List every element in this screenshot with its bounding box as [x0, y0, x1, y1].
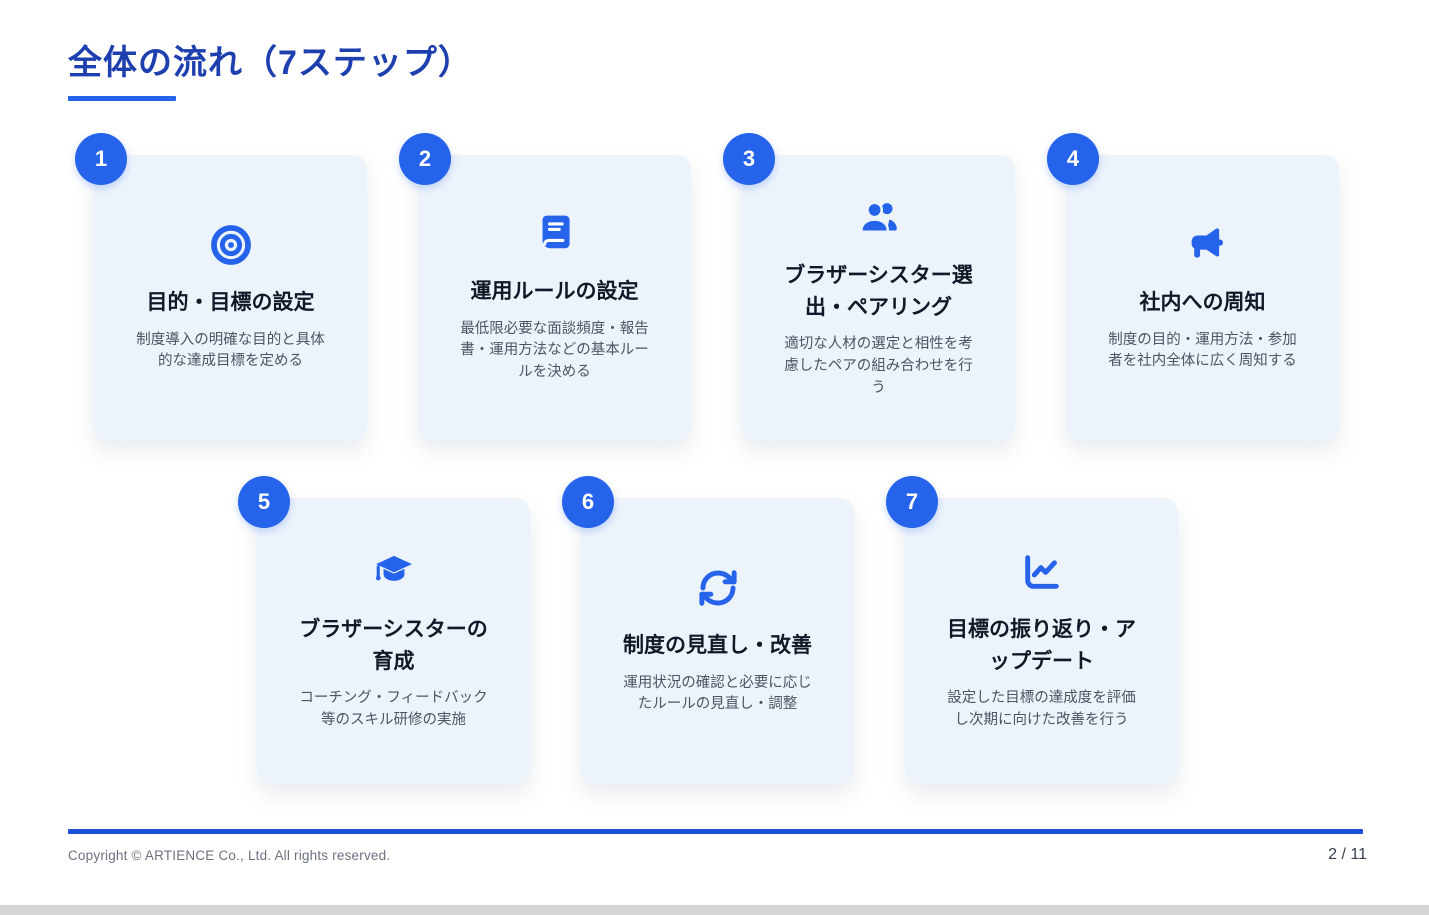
megaphone-icon	[1181, 223, 1225, 267]
graduation-cap-icon	[372, 550, 416, 594]
step-title: ブラザーシスター選 出・ペアリング	[784, 264, 973, 319]
footer-copyright: Copyright © ARTIENCE Co., Ltd. All right…	[68, 848, 391, 863]
step-title: 社内への周知	[1139, 291, 1266, 314]
step-number-badge: 1	[75, 133, 127, 185]
step-description: 適切な人材の選定と相性を考 慮したペアの組み合わせを行 う	[784, 336, 973, 396]
step-number-badge: 5	[238, 476, 290, 528]
page-number: 2 / 11	[1328, 846, 1367, 863]
book-icon	[533, 212, 577, 256]
bottom-strip	[0, 905, 1429, 915]
step-card-2: 2 運用ルールの設定 最低限必要な面談頻度・報告 書・運用方法などの基本ルー ル…	[399, 133, 691, 441]
step-number-badge: 7	[886, 476, 938, 528]
step-number-badge: 4	[1047, 133, 1099, 185]
step-number-badge: 3	[723, 133, 775, 185]
users-icon	[857, 196, 901, 240]
step-description: 制度の目的・運用方法・参加 者を社内全体に広く周知する	[1108, 331, 1297, 370]
step-number-badge: 2	[399, 133, 451, 185]
step-card-7: 7 目標の振り返り・ア ップデート 設定した目標の達成度を評価 し次期に向けた改…	[886, 476, 1178, 784]
steps-row-2: 5 ブラザーシスターの 育成 コーチング・フィードバック 等のスキル研修の実施 …	[238, 476, 1178, 784]
page-title: 全体の流れ（7ステップ）	[68, 44, 473, 82]
step-description: 運用状況の確認と必要に応じ たルールの見直し・調整	[623, 674, 812, 713]
step-title: 運用ルールの設定	[470, 280, 639, 304]
step-title: ブラザーシスターの 育成	[299, 618, 488, 673]
step-card-6: 6 制度の見直し・改善 運用状況の確認と必要に応じ たルールの見直し・調整	[562, 476, 854, 784]
step-card-4: 4 社内への周知 制度の目的・運用方法・参加 者を社内全体に広く周知する	[1047, 133, 1339, 441]
slide-header: 全体の流れ（7ステップ）	[68, 42, 473, 101]
step-card-5: 5 ブラザーシスターの 育成 コーチング・フィードバック 等のスキル研修の実施	[238, 476, 530, 784]
step-description: 設定した目標の達成度を評価 し次期に向けた改善を行う	[947, 690, 1136, 728]
step-card-1: 1 目的・目標の設定 制度導入の明確な目的と具体 的な達成目標を定める	[75, 133, 367, 441]
target-icon	[209, 223, 253, 267]
step-number-badge: 6	[562, 476, 614, 528]
step-card-3: 3 ブラザーシスター選 出・ペアリング 適切な人材の選定と相性を考 慮したペアの…	[723, 133, 1015, 441]
step-description: 最低限必要な面談頻度・報告 書・運用方法などの基本ルー ルを決める	[460, 320, 649, 381]
sync-icon	[696, 566, 740, 610]
step-description: 制度導入の明確な目的と具体 的な達成目標を定める	[136, 331, 325, 370]
step-title: 制度の見直し・改善	[623, 634, 812, 657]
step-title: 目標の振り返り・ア ップデート	[947, 618, 1136, 673]
footer-rule	[68, 829, 1363, 834]
chart-line-icon	[1020, 550, 1064, 594]
title-underline	[68, 95, 176, 101]
steps-row-1: 1 目的・目標の設定 制度導入の明確な目的と具体 的な達成目標を定める 2	[75, 133, 1339, 441]
step-description: コーチング・フィードバック 等のスキル研修の実施	[299, 690, 488, 728]
step-title: 目的・目標の設定	[146, 291, 315, 314]
